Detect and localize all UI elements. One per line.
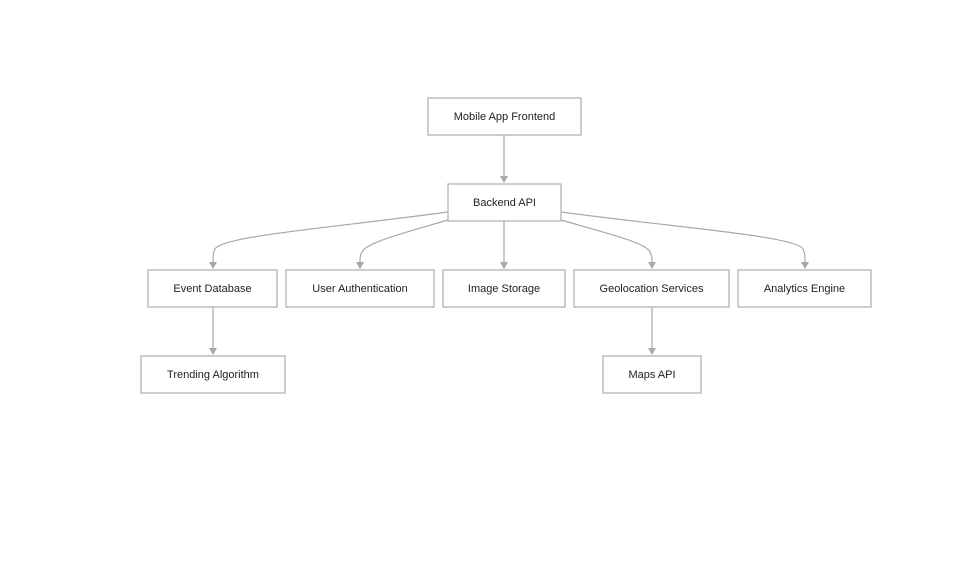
edge-backend-api-to-analytics-engine: [560, 211, 806, 263]
arrowhead-geolocation-services: [648, 262, 656, 269]
node-box-analytics-engine: [737, 269, 872, 308]
node-user-authentication: User Authentication: [285, 269, 435, 308]
edge-backend-api-to-event-database: [212, 211, 449, 263]
node-box-mobile-app-frontend: [427, 97, 582, 136]
arrowhead-backend-api: [500, 176, 508, 183]
diagram-edges: [209, 135, 809, 355]
node-box-maps-api: [602, 355, 702, 394]
node-mobile-app-frontend: Mobile App Frontend: [427, 97, 582, 136]
node-box-image-storage: [442, 269, 566, 308]
node-label-image-storage: Image Storage: [468, 283, 540, 295]
node-label-backend-api: Backend API: [473, 197, 536, 209]
node-label-analytics-engine: Analytics Engine: [764, 283, 845, 295]
node-label-geolocation-services: Geolocation Services: [600, 283, 704, 295]
arrowhead-image-storage: [500, 262, 508, 269]
node-box-user-authentication: [285, 269, 435, 308]
node-box-geolocation-services: [573, 269, 730, 308]
node-box-trending-algorithm: [140, 355, 286, 394]
arrowhead-user-authentication: [356, 262, 364, 269]
arrowhead-trending-algorithm: [209, 348, 217, 355]
node-backend-api: Backend API: [447, 183, 562, 222]
node-event-database: Event Database: [147, 269, 278, 308]
node-label-trending-algorithm: Trending Algorithm: [167, 369, 259, 381]
edge-backend-api-to-geolocation-services: [560, 219, 653, 263]
node-box-event-database: [147, 269, 278, 308]
edge-backend-api-to-user-authentication: [359, 219, 449, 263]
diagram-nodes: Mobile App Frontend Backend API Event Da…: [140, 97, 872, 394]
arrowhead-maps-api: [648, 348, 656, 355]
node-image-storage: Image Storage: [442, 269, 566, 308]
node-label-mobile-app-frontend: Mobile App Frontend: [454, 111, 556, 123]
node-label-maps-api: Maps API: [628, 369, 675, 381]
node-geolocation-services: Geolocation Services: [573, 269, 730, 308]
node-trending-algorithm: Trending Algorithm: [140, 355, 286, 394]
node-label-user-authentication: User Authentication: [312, 283, 407, 295]
node-label-event-database: Event Database: [173, 283, 251, 295]
arrowhead-event-database: [209, 262, 217, 269]
node-box-backend-api: [447, 183, 562, 222]
node-analytics-engine: Analytics Engine: [737, 269, 872, 308]
arrowhead-analytics-engine: [801, 262, 809, 269]
node-maps-api: Maps API: [602, 355, 702, 394]
